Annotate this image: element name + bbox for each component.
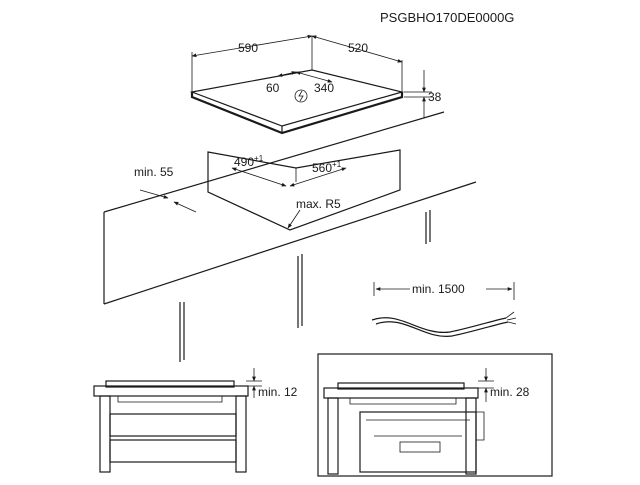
oven-unit bbox=[359, 411, 477, 473]
cutout-depth-tolerance: +1 bbox=[332, 160, 342, 169]
drawer-top bbox=[109, 413, 237, 437]
cutout-width-value: 490 bbox=[234, 155, 254, 169]
hob-top-view: 590 520 60 340 38 bbox=[189, 34, 442, 135]
dim-520-line bbox=[311, 35, 403, 63]
cable-wire bbox=[371, 317, 507, 333]
hob-height-label: 38 bbox=[428, 90, 442, 104]
hob-width-label: 590 bbox=[238, 41, 258, 55]
cutout-margin-label: min. 55 bbox=[134, 165, 174, 179]
power-icon bbox=[294, 89, 308, 103]
drawer-bottom bbox=[109, 439, 237, 463]
hob-plate bbox=[189, 69, 405, 127]
hob-offset-label: 60 bbox=[266, 81, 280, 95]
worktop-cutout: 490+1 560+1 min. 55 max. R5 bbox=[103, 111, 477, 362]
section-right: min. 28 bbox=[317, 353, 553, 477]
worktop-right bbox=[323, 387, 479, 399]
hob-depth-label: 520 bbox=[348, 41, 368, 55]
cutout-width-label: 490+1 bbox=[234, 154, 264, 169]
left-clearance-label: min. 12 bbox=[258, 385, 298, 399]
section-right-frame bbox=[317, 353, 553, 477]
cutout-width-tolerance: +1 bbox=[254, 154, 264, 163]
cutout-radius-label: max. R5 bbox=[296, 197, 341, 211]
right-clearance-label: min. 28 bbox=[490, 385, 530, 399]
cable-length-label: min. 1500 bbox=[412, 282, 465, 296]
document-code: PSGBHO170DE0000G bbox=[380, 10, 514, 25]
cutout-depth-value: 560 bbox=[312, 161, 332, 175]
cable-detail: min. 1500 bbox=[371, 282, 517, 337]
hob-cable-offset-label: 340 bbox=[314, 81, 334, 95]
worktop-left bbox=[93, 385, 249, 397]
dim-590-line bbox=[191, 34, 313, 58]
section-left: min. 12 bbox=[93, 368, 298, 473]
cutout-depth-label: 560+1 bbox=[312, 160, 342, 175]
